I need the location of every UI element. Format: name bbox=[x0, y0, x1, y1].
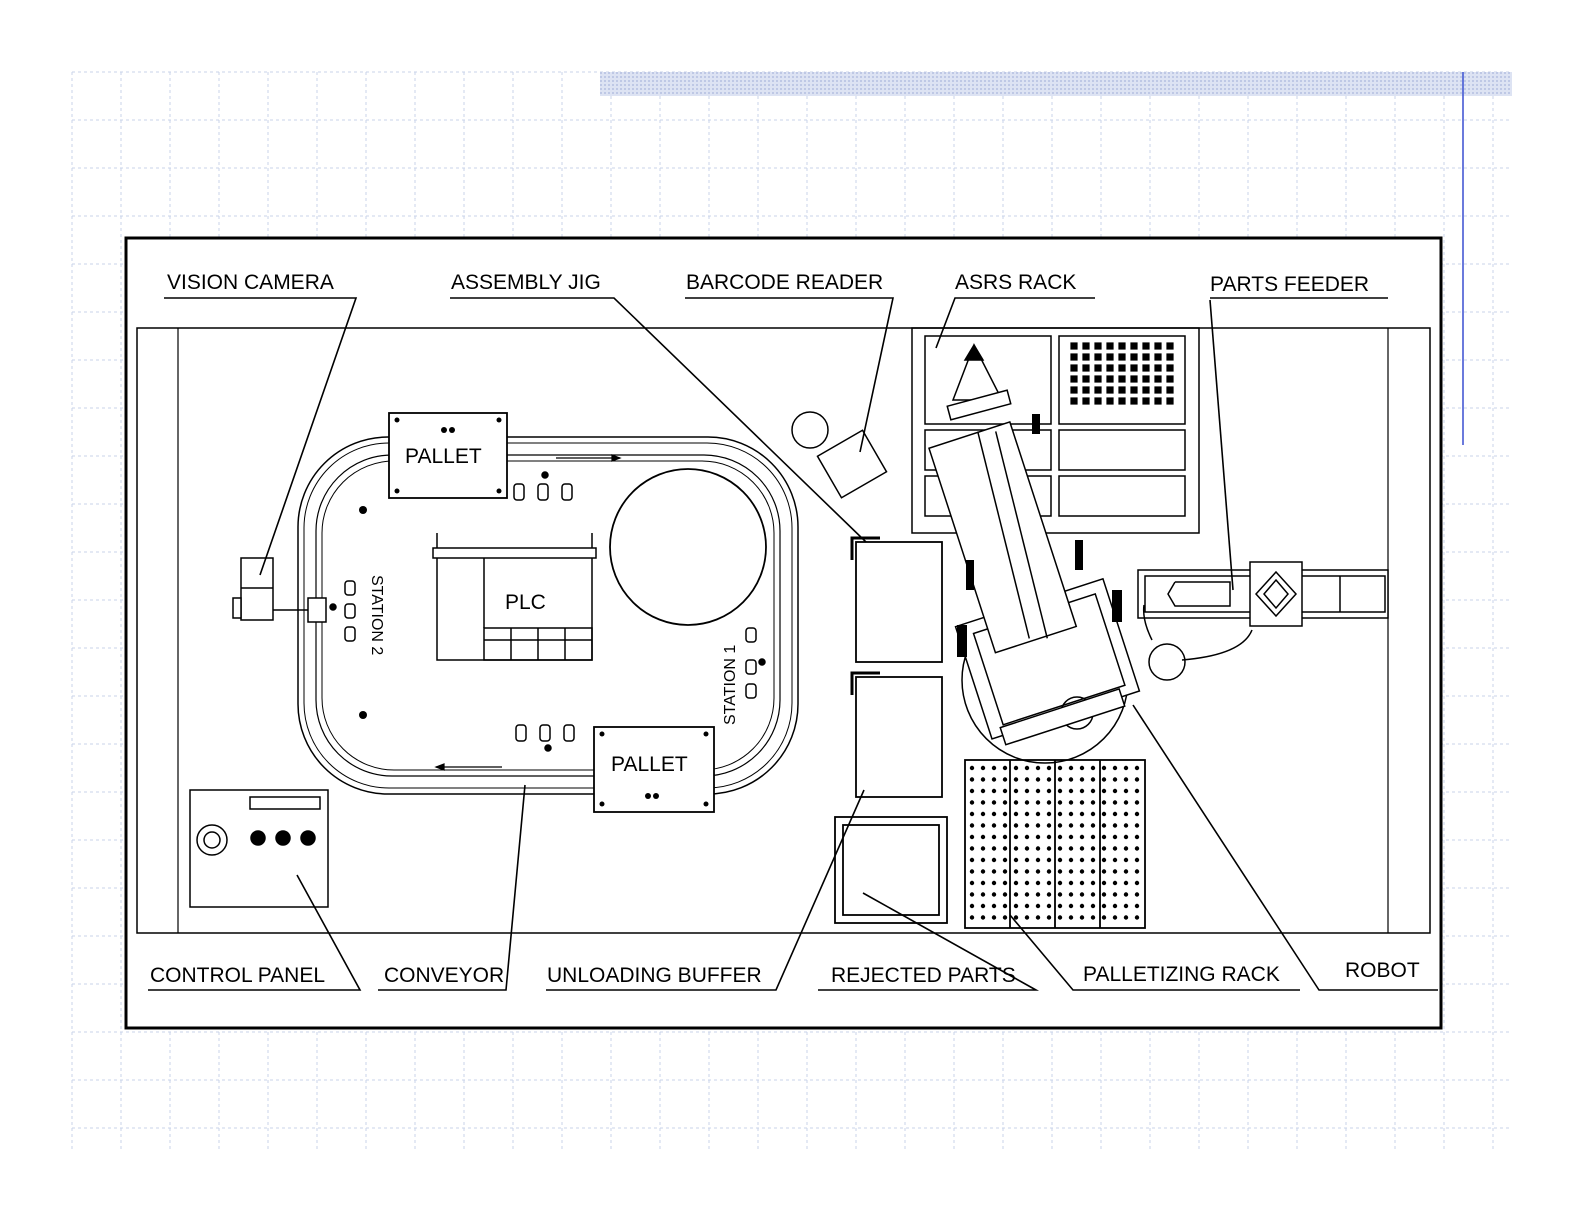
assembly-jig-device bbox=[852, 538, 942, 662]
label-robot: ROBOT bbox=[1345, 959, 1420, 982]
station-2-label: STATION 2 bbox=[368, 575, 385, 655]
label-asrs-rack: ASRS RACK bbox=[955, 271, 1076, 294]
label-palletizing-rack: PALLETIZING RACK bbox=[1083, 963, 1280, 986]
pallet-bottom-label: PALLET bbox=[611, 753, 688, 776]
station-1-label: STATION 1 bbox=[722, 645, 739, 725]
diagram-frame bbox=[126, 238, 1441, 1028]
unloading-buffer-device bbox=[852, 673, 942, 797]
control-panel-device bbox=[190, 790, 328, 907]
label-barcode-reader: BARCODE READER bbox=[686, 271, 883, 294]
plc-label: PLC bbox=[505, 591, 546, 614]
label-assembly-jig: ASSEMBLY JIG bbox=[451, 271, 601, 294]
label-rejected-parts: REJECTED PARTS bbox=[831, 964, 1016, 987]
label-control-panel: CONTROL PANEL bbox=[150, 964, 325, 987]
pallet-top-label: PALLET bbox=[405, 445, 482, 468]
label-unloading-buffer: UNLOADING BUFFER bbox=[547, 964, 762, 987]
label-parts-feeder: PARTS FEEDER bbox=[1210, 273, 1369, 296]
label-vision-camera: VISION CAMERA bbox=[167, 271, 334, 294]
label-conveyor: CONVEYOR bbox=[384, 964, 504, 987]
header-accent-bar bbox=[600, 72, 1512, 96]
